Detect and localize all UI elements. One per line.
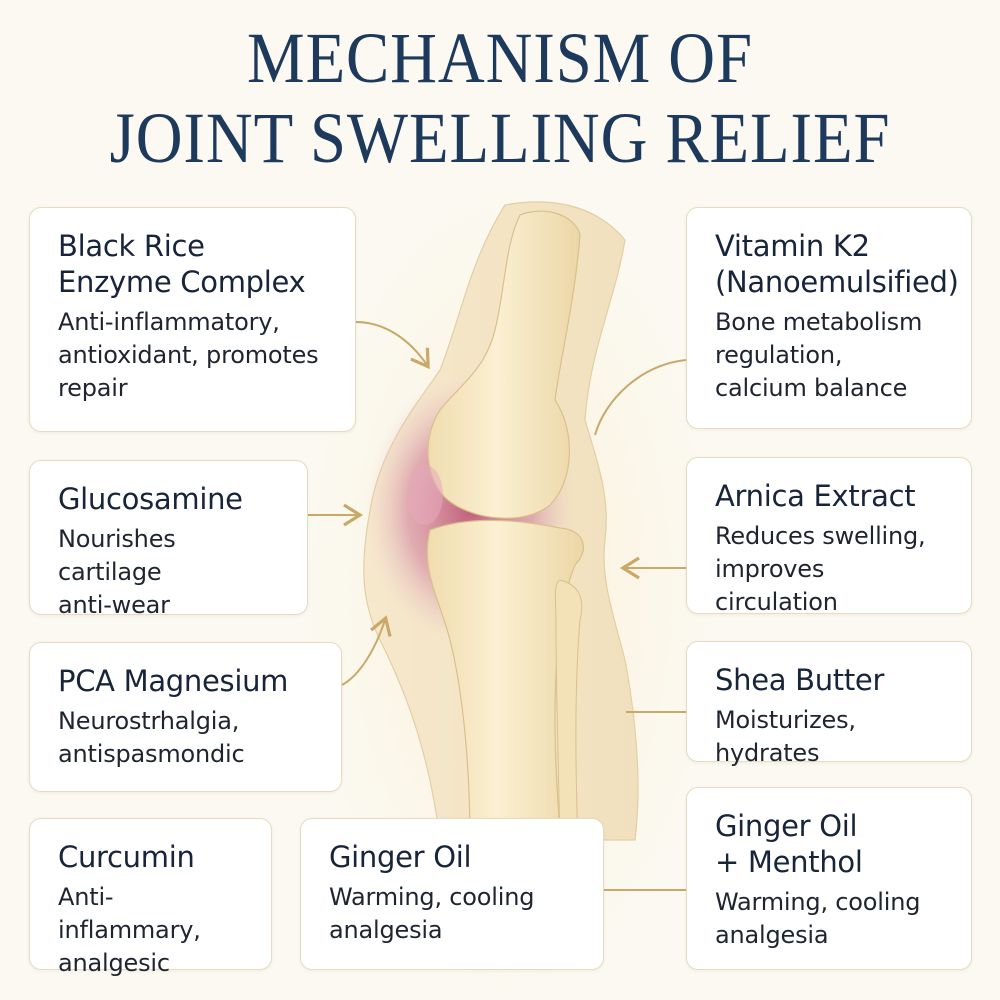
ingredient-name: PCA Magnesium xyxy=(58,664,289,698)
ingredient-card-glucosamine: Glucosamine Nourishes cartilage anti-wea… xyxy=(29,460,308,619)
ingredient-description: Anti-inflammatory, antioxidant, promotes… xyxy=(58,308,319,402)
ingredient-name: Vitamin K2 (Nanoemulsified) xyxy=(715,229,959,299)
ingredient-description: Warming, cooling analgesia xyxy=(715,888,921,949)
ingredient-card-pca-magnesium: PCA Magnesium Neurostrhalgia, antispasmo… xyxy=(29,642,342,792)
ingredient-card-curcumin: Curcumin Anti-inflammary, analgesic xyxy=(29,818,272,977)
femur-bone xyxy=(427,210,581,519)
patella-bone xyxy=(407,465,443,525)
ingredient-name: Black Rice Enzyme Complex xyxy=(58,229,306,299)
connector-black-rice xyxy=(355,321,430,370)
title-line-1: MECHANISM OF xyxy=(247,18,753,98)
ingredient-description: Bone metabolism regulation, calcium bala… xyxy=(715,308,923,402)
page-title: MECHANISM OF JOINT SWELLING RELIEF xyxy=(50,18,950,178)
ingredient-name: Ginger Oil xyxy=(329,840,472,874)
connector-pca-magnesium xyxy=(341,615,392,686)
ingredient-description: Reduces swelling, improves circulation xyxy=(715,522,926,616)
ingredient-card-shea-butter: Shea Butter Moisturizes, hydrates xyxy=(686,641,972,767)
ingredient-card-ginger-menthol: Ginger Oil + Menthol Warming, cooling an… xyxy=(686,787,972,970)
connector-vitamin-k2 xyxy=(594,359,687,436)
ingredient-description: Anti-inflammary, analgesic xyxy=(58,883,201,977)
ingredient-card-vitamin-k2: Vitamin K2 (Nanoemulsified) Bone metabol… xyxy=(686,207,972,429)
title-line-2: JOINT SWELLING RELIEF xyxy=(109,98,891,178)
ingredient-name: Shea Butter xyxy=(715,663,885,697)
ingredient-description: Moisturizes, hydrates xyxy=(715,706,856,767)
ingredient-card-black-rice: Black Rice Enzyme Complex Anti-inflammat… xyxy=(29,207,356,432)
ingredient-description: Warming, cooling analgesia xyxy=(329,883,535,944)
tibia-bone xyxy=(426,519,584,841)
ingredient-description: Nourishes cartilage anti-wear xyxy=(58,525,176,619)
ingredient-card-arnica: Arnica Extract Reduces swelling, improve… xyxy=(686,457,972,616)
ingredient-description: Neurostrhalgia, antispasmondic xyxy=(58,707,245,768)
ingredient-name: Arnica Extract xyxy=(715,479,916,513)
ingredient-name: Curcumin xyxy=(58,840,195,874)
ingredient-card-ginger-oil: Ginger Oil Warming, cooling analgesia xyxy=(300,818,604,970)
ingredient-name: Ginger Oil + Menthol xyxy=(715,809,863,879)
ingredient-name: Glucosamine xyxy=(58,482,243,516)
